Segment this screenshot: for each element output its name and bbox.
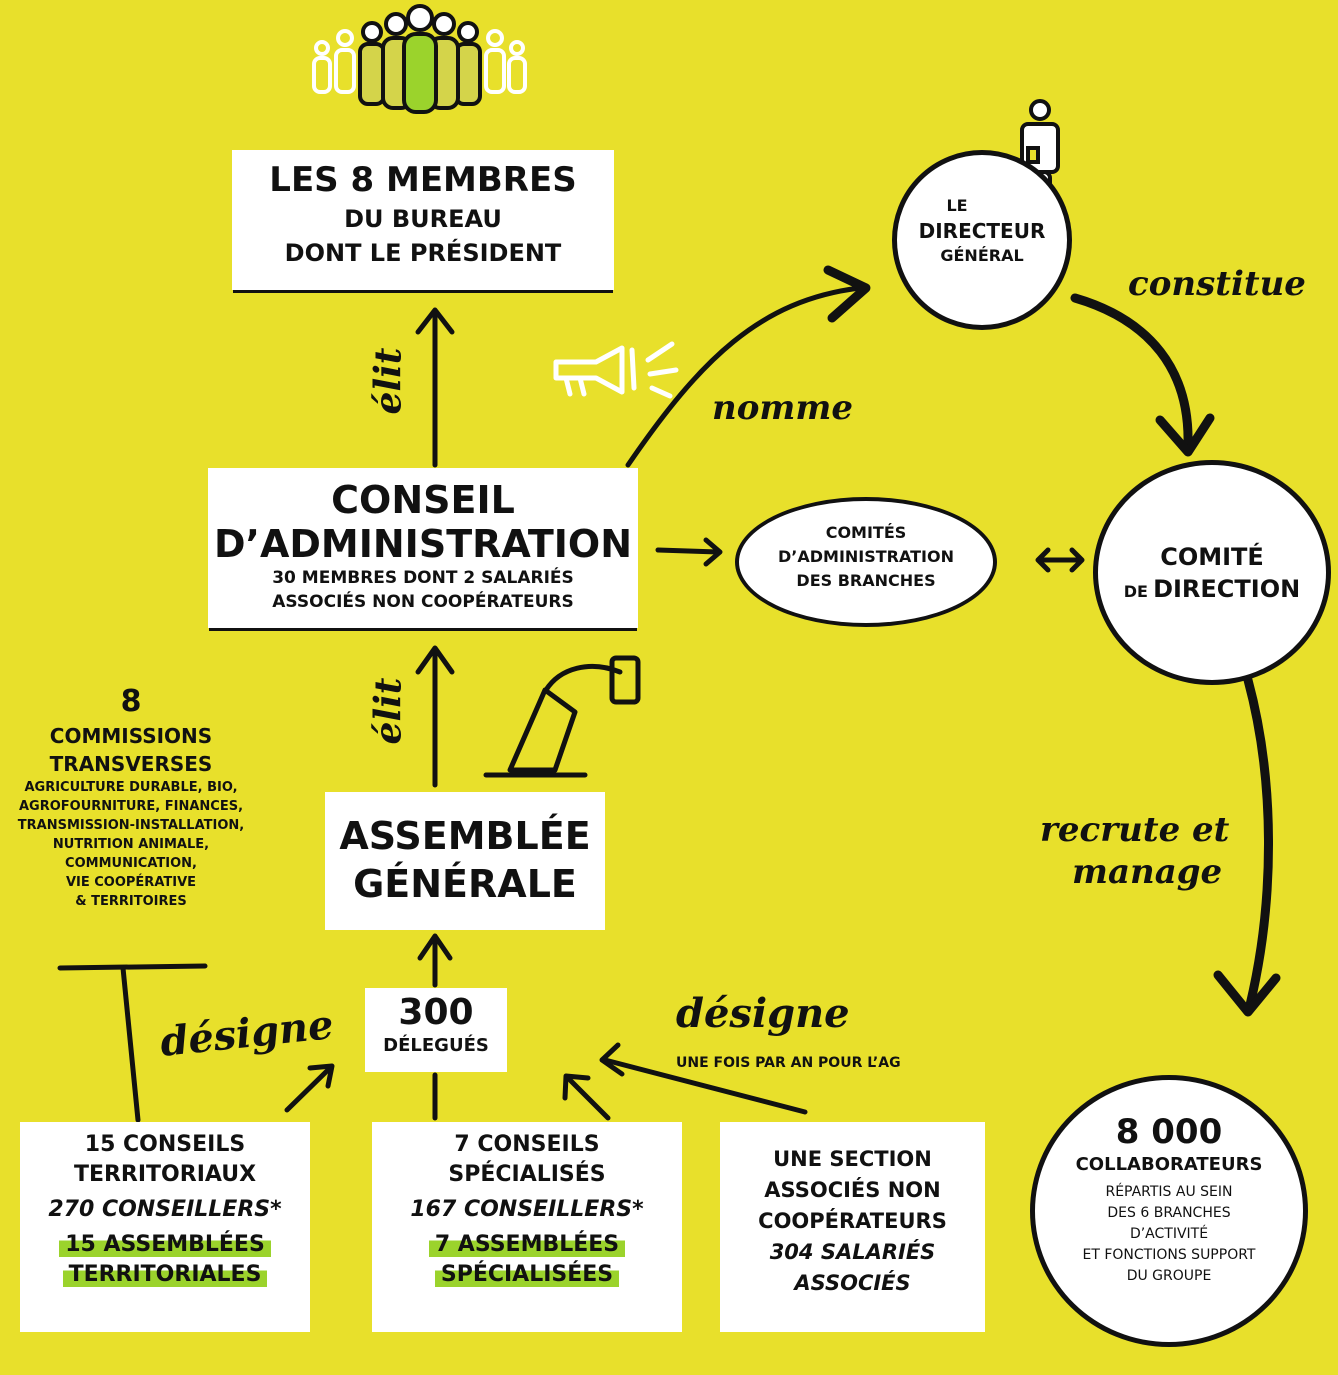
verb-constitue: constitue xyxy=(1128,264,1306,304)
ag-title-2: GÉNÉRALE xyxy=(353,862,577,906)
ballot-vote-icon xyxy=(483,655,641,778)
specialises-assemblees: 7 ASSEMBLÉES xyxy=(428,1230,626,1260)
megaphone-icon xyxy=(553,341,679,399)
conseils-specialises-box: 7 CONSEILS SPÉCIALISÉS 167 CONSEILLERS* … xyxy=(372,1122,682,1332)
specialises-conseillers: 167 CONSEILLERS* xyxy=(410,1197,644,1222)
directeur-subtitle: GÉNÉRAL xyxy=(940,246,1024,265)
verb-elit-top: élit xyxy=(367,347,410,415)
assemblee-generale-box: ASSEMBLÉE GÉNÉRALE xyxy=(325,792,605,930)
territoriaux-conseillers: 270 CONSEILLERS* xyxy=(48,1197,282,1222)
crowd-icon xyxy=(312,29,527,94)
ca-title-2: D’ADMINISTRATION xyxy=(214,522,632,566)
verb-manage: manage xyxy=(1072,852,1223,892)
comites-branches-oval: COMITÉS D’ADMINISTRATION DES BRANCHES xyxy=(735,497,997,627)
bureau-subtitle-2: DONT LE PRÉSIDENT xyxy=(284,239,562,267)
territoriaux-assemblees-2: TERRITORIALES xyxy=(62,1260,268,1290)
comite-direction-prefix: DE xyxy=(1123,582,1148,601)
comites-title-2: D’ADMINISTRATION xyxy=(778,547,954,566)
collaborateurs-desc-3: D’ACTIVITÉ xyxy=(1129,1226,1209,1242)
commission-item: AGRICULTURE DURABLE, BIO, xyxy=(24,780,238,795)
collaborateurs-desc: RÉPARTIS AU SEIN xyxy=(1105,1184,1233,1200)
collaborateurs-label: COLLABORATEURS xyxy=(1075,1154,1263,1175)
ca-subtitle-2: ASSOCIÉS NON COOPÉRATEURS xyxy=(272,592,574,612)
ca-subtitle: 30 MEMBRES DONT 2 SALARIÉS xyxy=(272,568,574,588)
section-salaries-2: ASSOCIÉS xyxy=(794,1271,911,1295)
commissions-count: 8 xyxy=(120,684,142,719)
verb-designe-right: désigne xyxy=(676,990,850,1037)
territoriaux-assemblees: 15 ASSEMBLÉES xyxy=(59,1230,271,1260)
specialises-title: 7 CONSEILS xyxy=(454,1132,600,1157)
commissions-title-2: TRANSVERSES xyxy=(49,752,213,776)
territoriaux-title-2: TERRITORIAUX xyxy=(73,1162,257,1187)
comite-direction-title: COMITÉ xyxy=(1160,543,1264,571)
ca-title: CONSEIL xyxy=(331,478,515,522)
conseil-administration-box: CONSEIL D’ADMINISTRATION 30 MEMBRES DONT… xyxy=(208,468,638,628)
delegues-box: 300 DÉLEGUÉS xyxy=(365,988,507,1072)
section-associes-box: UNE SECTION ASSOCIÉS NON COOPÉRATEURS 30… xyxy=(720,1122,985,1332)
delegues-label: DÉLEGUÉS xyxy=(383,1035,489,1056)
commission-item: TRANSMISSION-INSTALLATION, xyxy=(17,818,245,833)
section-title-2: ASSOCIÉS NON xyxy=(764,1178,941,1202)
verb-elit-bottom: élit xyxy=(367,677,410,745)
bureau-title: LES 8 MEMBRES xyxy=(269,160,577,200)
verb-recrute: recrute et xyxy=(1040,810,1230,850)
comite-direction-title-2: DIRECTION xyxy=(1153,575,1301,603)
commissions-block: 8 COMMISSIONS TRANSVERSES AGRICULTURE DU… xyxy=(0,682,262,911)
commissions-title: COMMISSIONS xyxy=(49,724,213,748)
collaborateurs-desc-2: DES 6 BRANCHES xyxy=(1107,1205,1231,1221)
directeur-general-circle: LE DIRECTEUR GÉNÉRAL xyxy=(892,150,1072,330)
commission-item: AGROFOURNITURE, FINANCES, xyxy=(18,799,244,814)
commission-item: VIE COOPÉRATIVE xyxy=(65,875,197,890)
specialises-assemblees-2: SPÉCIALISÉES xyxy=(434,1260,620,1290)
section-salaries: 304 SALARIÉS xyxy=(769,1240,936,1264)
comite-direction-circle: COMITÉ DE DIRECTION xyxy=(1093,460,1331,685)
section-title-3: COOPÉRATEURS xyxy=(758,1209,947,1233)
collaborateurs-desc-4: ET FONCTIONS SUPPORT xyxy=(1082,1247,1256,1263)
collaborateurs-desc-5: DU GROUPE xyxy=(1126,1268,1212,1284)
specialises-title-2: SPÉCIALISÉS xyxy=(448,1162,606,1187)
directeur-title: DIRECTEUR xyxy=(918,219,1046,243)
collaborateurs-count: 8 000 xyxy=(1115,1112,1223,1152)
bureau-subtitle: DU BUREAU xyxy=(344,205,502,233)
comites-title-3: DES BRANCHES xyxy=(796,571,936,590)
commission-item: COMMUNICATION, xyxy=(65,856,197,871)
crowd-center-icon xyxy=(358,4,482,114)
commission-item: NUTRITION ANIMALE, xyxy=(52,837,210,852)
commission-item: & TERRITOIRES xyxy=(75,894,187,909)
territoriaux-title: 15 CONSEILS xyxy=(84,1132,246,1157)
conseils-territoriaux-box: 15 CONSEILS TERRITORIAUX 270 CONSEILLERS… xyxy=(20,1122,310,1332)
directeur-le: LE xyxy=(946,196,968,215)
verb-nomme: nomme xyxy=(712,388,853,428)
comite-direction-line: DE DIRECTION xyxy=(1098,573,1326,605)
section-title: UNE SECTION xyxy=(773,1147,932,1171)
designe-right-note: UNE FOIS PAR AN POUR L’AG xyxy=(676,1055,901,1071)
bureau-box: LES 8 MEMBRES DU BUREAU DONT LE PRÉSIDEN… xyxy=(232,150,614,290)
ag-title: ASSEMBLÉE xyxy=(339,814,591,858)
collaborateurs-circle: 8 000 COLLABORATEURS RÉPARTIS AU SEIN DE… xyxy=(1030,1075,1308,1347)
delegues-count: 300 xyxy=(398,992,474,1033)
comites-title: COMITÉS xyxy=(825,523,907,542)
